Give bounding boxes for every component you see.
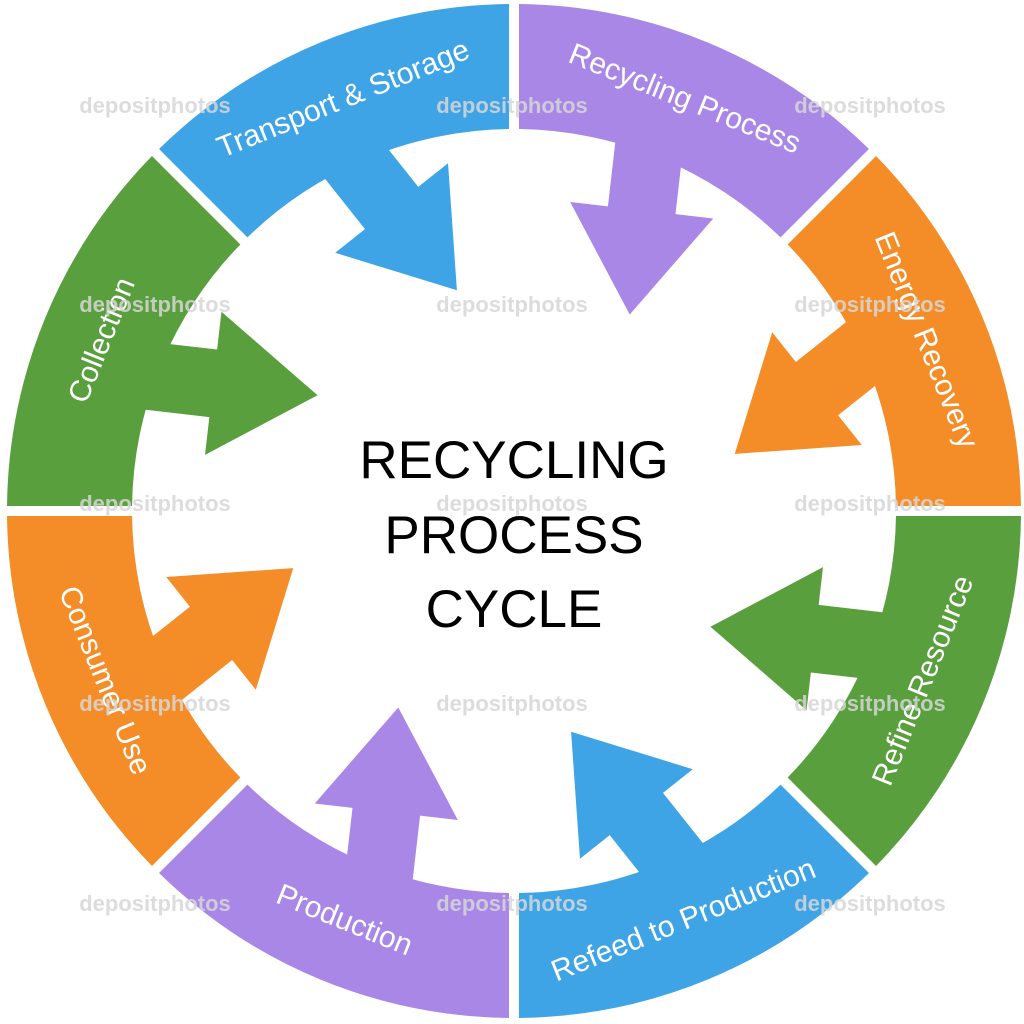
segment-refine-resource: Refine Resource xyxy=(710,515,1021,866)
segment-band xyxy=(159,784,510,1018)
segment-arrow xyxy=(140,311,318,455)
watermark: depositphotos xyxy=(436,891,588,916)
watermark: depositphotos xyxy=(79,491,231,516)
segment-band xyxy=(518,784,869,1018)
segment-arrow xyxy=(321,132,457,291)
segment-band xyxy=(787,515,1021,866)
segment-production: Production xyxy=(159,707,510,1018)
watermark: depositphotos xyxy=(436,93,588,118)
watermark: depositphotos xyxy=(79,691,231,716)
watermark: depositphotos xyxy=(794,491,946,516)
segment-arrow xyxy=(135,568,294,704)
segment-band xyxy=(7,156,241,507)
segment-arrow xyxy=(710,567,888,711)
segment-band xyxy=(7,515,241,866)
watermark: depositphotos xyxy=(436,491,588,516)
watermark: depositphotos xyxy=(79,292,231,317)
watermark: depositphotos xyxy=(794,292,946,317)
center-title-line-1: RECYCLING xyxy=(359,431,668,490)
segment-arrow xyxy=(734,318,893,454)
watermark: depositphotos xyxy=(794,691,946,716)
center-title-line-3: CYCLE xyxy=(426,580,603,639)
watermark: depositphotos xyxy=(794,891,946,916)
segment-band xyxy=(159,4,510,238)
segment-arrow xyxy=(571,731,707,890)
segment-arrow xyxy=(314,707,458,885)
watermark: depositphotos xyxy=(436,292,588,317)
watermark: depositphotos xyxy=(79,891,231,916)
segment-collection: Collection xyxy=(7,156,318,507)
center-title-line-2: PROCESS xyxy=(384,506,643,565)
segment-band xyxy=(518,4,869,238)
watermark: depositphotos xyxy=(79,93,231,118)
segment-energy-recovery: Energy Recovery xyxy=(734,156,1021,507)
segment-arrow xyxy=(570,137,714,315)
watermark: depositphotos xyxy=(436,691,588,716)
segment-refeed-to-production: Refeed to Production xyxy=(518,731,869,1018)
watermark: depositphotos xyxy=(794,93,946,118)
segment-band xyxy=(787,156,1021,507)
segment-consumer-use: Consumer Use xyxy=(7,515,294,866)
